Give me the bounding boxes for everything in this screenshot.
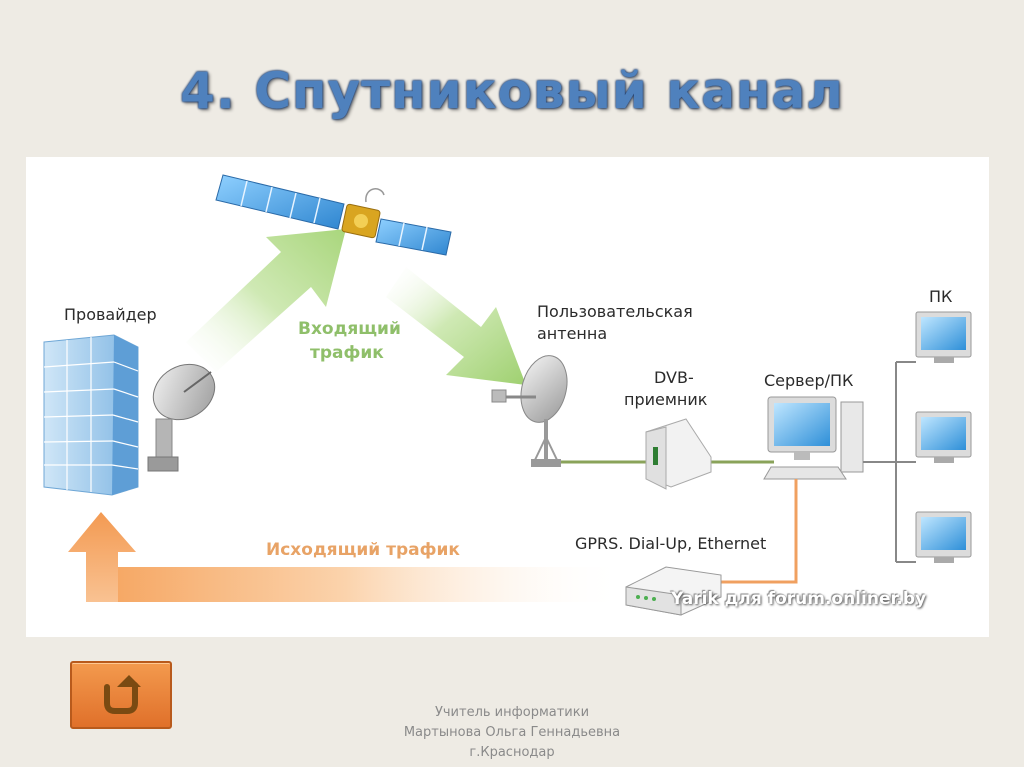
dvb-line1: DVB-	[654, 368, 694, 387]
incoming-arrow-up	[186, 229, 346, 372]
user-antenna-line1: Пользовательская	[537, 302, 693, 321]
provider-dish-icon	[147, 363, 216, 472]
incoming-traffic-label: Входящий трафик	[298, 317, 401, 365]
return-arrow-icon	[104, 675, 141, 714]
watermark-text: Yarik для forum.onliner.by	[671, 589, 927, 609]
user-antenna-line2: антенна	[537, 324, 608, 343]
footer-credits: Учитель информатики Мартынова Ольга Генн…	[362, 703, 662, 763]
server-label: Сервер/ПК	[764, 371, 854, 390]
footer-line1: Учитель информатики	[434, 705, 590, 720]
modem-icon	[625, 566, 722, 616]
back-button[interactable]	[70, 661, 172, 729]
cable-server-modem	[716, 479, 798, 584]
pc-icon-2	[915, 411, 972, 463]
incoming-traffic-line1: Входящий	[298, 319, 401, 339]
provider-label: Провайдер	[64, 305, 157, 324]
satellite-icon	[215, 174, 452, 256]
footer-line2: Мартынова Ольга Геннадьевна	[403, 725, 621, 740]
incoming-arrow-down	[386, 267, 526, 385]
incoming-traffic-line2: трафик	[310, 343, 384, 363]
footer-line3: г.Краснодар	[469, 745, 555, 760]
server-pc-icon	[763, 396, 864, 480]
dvb-receiver-label: DVB- приемник	[624, 367, 707, 411]
diagram-panel: Провайдер Входящий трафик Пользовательск…	[26, 157, 989, 637]
dvb-line2: приемник	[624, 390, 708, 409]
provider-building-icon	[43, 334, 139, 496]
outgoing-arrow	[68, 512, 626, 602]
pc-icon-3	[915, 511, 972, 563]
outgoing-traffic-label: Исходящий трафик	[266, 540, 460, 560]
connection-types-label: GPRS. Dial-Up, Ethernet	[575, 534, 767, 553]
pc-label: ПК	[929, 287, 953, 306]
user-antenna-icon	[491, 355, 568, 467]
user-antenna-label: Пользовательская антенна	[537, 301, 693, 345]
slide-title: 4. Спутниковый канал	[180, 62, 844, 120]
pc-icon-1	[915, 311, 972, 363]
dvb-receiver-icon	[645, 418, 712, 490]
network-diagram	[43, 174, 972, 616]
network-lines	[863, 361, 916, 563]
